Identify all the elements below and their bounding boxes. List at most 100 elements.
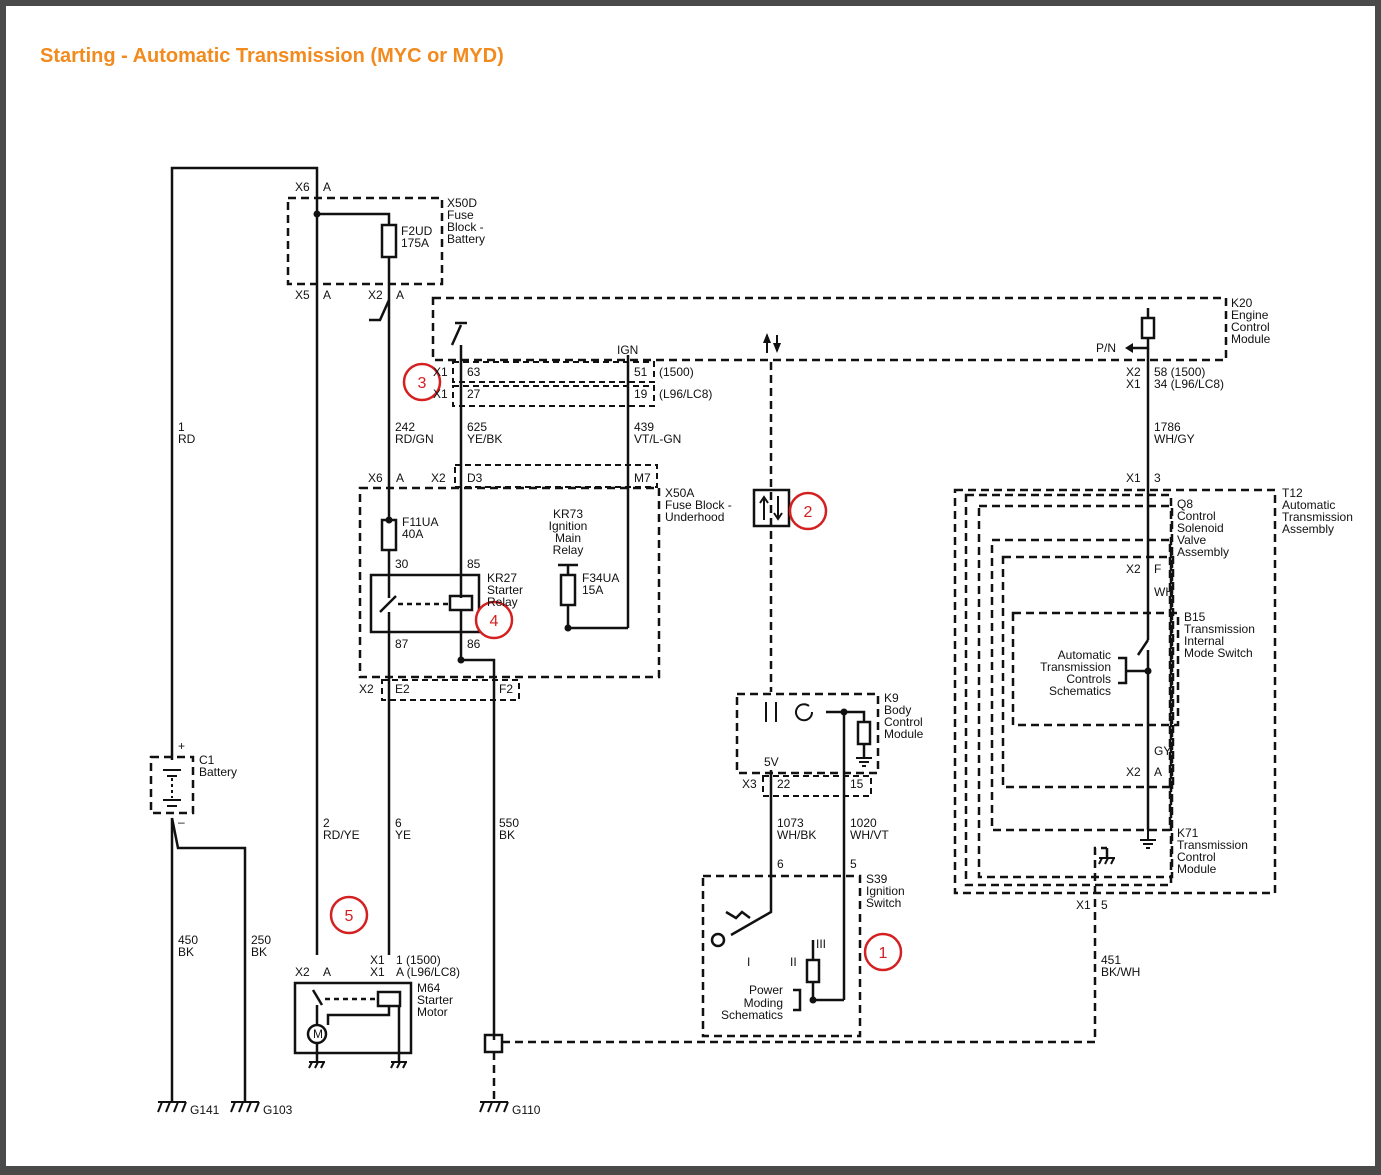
pin-86: 86 [467,637,481,651]
wire-242-num: 242 [395,420,415,434]
x1-connector-l96 [452,385,655,407]
wire-1073-color: WH/BK [777,828,816,842]
signal-ground-k9-icon [856,757,872,767]
variant-l96-a: (L96/LC8) [659,387,712,401]
variant-1500-a: (1500) [659,365,694,379]
wire-1-color: RD [178,432,196,446]
x50d-fuse-block [286,196,444,286]
t12-label-2: Automatic [1282,498,1335,512]
x50a-label-3: Underhood [665,510,724,524]
f11ua-fuse [380,518,398,552]
pms-label-3: Schematics [721,1008,783,1022]
pin-6-s39: 6 [777,857,784,871]
ground-g141: G141 [190,1103,220,1117]
kr27-label-2: Starter [487,583,523,597]
conn-x1-a: X1 [433,365,448,379]
kr73-label-1: KR73 [553,507,583,521]
q8-label-2: Control [1177,509,1216,523]
k9-label-4: Module [884,727,924,741]
pin-e2: E2 [395,682,410,696]
m64-starter-motor [293,981,413,1055]
pin-k20-34: 34 (L96/LC8) [1154,377,1224,391]
k71-label-1: K71 [1177,826,1199,840]
k20-label-2: Engine [1231,308,1269,322]
b15-internal-mode-switch [1011,611,1180,727]
pin-a-mid: A [396,471,404,485]
k9-label-2: Body [884,703,911,717]
q8-label-3: Solenoid [1177,521,1224,535]
wire-250-num: 250 [251,933,271,947]
pin-22: 22 [777,777,791,791]
k9-resistor [856,720,872,746]
k71-label-4: Module [1177,862,1217,876]
wire-2-num: 2 [323,816,330,830]
wire-wh-color: WH [1154,585,1174,599]
pin-30: 30 [395,557,409,571]
conn-x2-m64: X2 [295,965,310,979]
wire-450-num: 450 [178,933,198,947]
splice-dot [1144,667,1152,675]
wire-1020-color: WH/VT [850,828,889,842]
m64-label-2: Starter [417,993,453,1007]
m64-label-3: Motor [417,1005,448,1019]
pin-87: 87 [395,637,409,651]
power-moding-bracket [793,988,802,1012]
kr27-label-3: Relay [487,595,518,609]
k9-label-1: K9 [884,691,899,705]
wire-1786-color: WH/GY [1154,432,1195,446]
atc-label-2: Transmission [1040,660,1111,674]
ground-g110: G110 [512,1103,541,1117]
k71-label-3: Control [1177,850,1216,864]
wire-451-color: BK/WH [1101,965,1140,979]
conn-x3: X3 [742,777,757,791]
conn-x6-top: X6 [295,180,310,194]
m64-solenoid-path [326,1006,391,1025]
k9-input [826,710,866,722]
s39-key-symbol [710,932,726,948]
q8-label-1: Q8 [1177,497,1193,511]
x50a-label-2: Fuse Block - [665,498,732,512]
f11ua-label-1: F11UA [402,515,438,529]
x50d-label-4: Battery [447,232,485,246]
ground-m64-left-icon [308,1061,325,1069]
pin-a-x2: A [396,288,404,302]
wire-gy-color: GY [1154,744,1171,758]
s39-ignition-switch [701,874,862,1038]
pin-5-k71: 5 [1101,898,1108,912]
wire-1-num: 1 [178,420,185,434]
k20-pn-line [1133,338,1150,350]
t12-label-1: T12 [1282,486,1303,500]
k20-engine-control-module [431,296,1228,362]
ground-g103-icon [230,1101,260,1113]
motor-letter: M [313,1027,323,1041]
pms-label-2: Moding [744,996,783,1010]
q8-label-5: Assembly [1177,545,1229,559]
t12-transmission-assembly [953,488,1277,895]
wire-6-num: 6 [395,816,402,830]
wire-1073 [730,770,773,937]
conn-x5: X5 [295,288,310,302]
conn-x2-q8: X2 [1126,562,1141,576]
q8-label-4: Valve [1177,533,1206,547]
m64-solenoid [376,990,402,1008]
callout-circle [474,600,514,640]
k9-body-control-module [735,692,880,775]
kr73-label-3: Main [555,531,581,545]
pin-k20-58: 58 (1500) [1154,365,1205,379]
conn-x1-b: X1 [433,387,448,401]
t12-inner-1 [964,493,1173,887]
k20-label-4: Module [1231,332,1271,346]
b15-label-4: Mode Switch [1184,646,1253,660]
kr73-label-2: Ignition [549,519,588,533]
x50a-label-1: X50A [665,486,694,500]
x2-connector-d3-m7 [454,464,658,488]
wire-250-color: BK [251,945,267,959]
serial-symbol-down-head [773,512,783,521]
k20-label-1: K20 [1231,296,1253,310]
splice-dot [385,516,393,524]
splice-dot [457,656,465,664]
s39-contact [725,910,751,920]
kr27-label-1: KR27 [487,571,517,585]
label-5v: 5V [764,755,779,769]
pin-a-top: A [323,180,331,194]
